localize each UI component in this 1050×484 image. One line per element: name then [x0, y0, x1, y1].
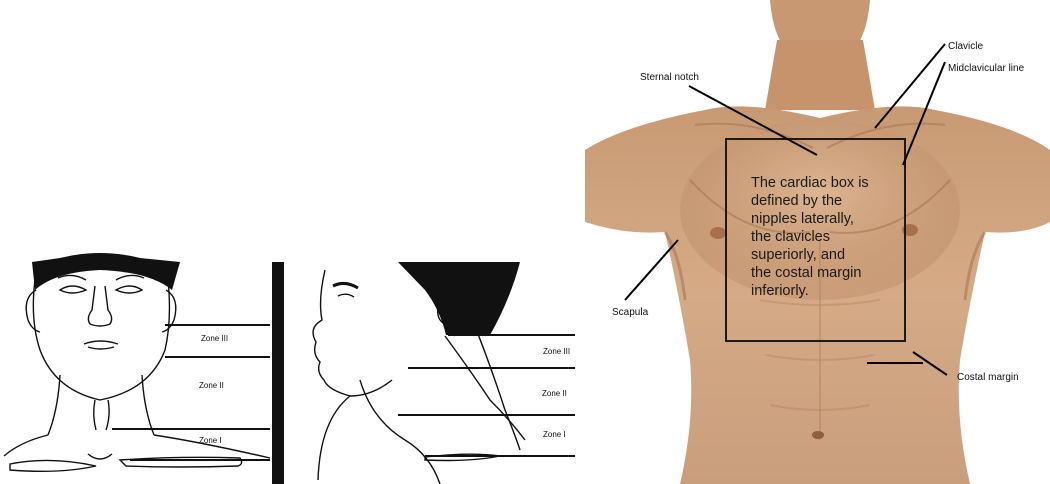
box-text-line: the costal margin [751, 265, 861, 281]
front-zone-label-1: Zone I [199, 436, 222, 445]
neck-zones-diagram: Zone III Zone II Zone I [0, 250, 585, 484]
side-zone-label-3: Zone III [543, 347, 570, 356]
front-view-figure [4, 253, 270, 471]
side-view-figure [313, 262, 525, 484]
box-text-line: superiorly, and [751, 247, 845, 263]
box-text-line: defined by the [751, 193, 842, 209]
side-zone-label-2: Zone II [542, 389, 567, 398]
scapula-label: Scapula [612, 307, 649, 318]
box-text-line: The cardiac box is [751, 175, 869, 191]
clavicle-label: Clavicle [948, 41, 983, 52]
box-text-line: nipples laterally, [751, 211, 854, 227]
side-zone-label-1: Zone I [543, 430, 566, 439]
cardiac-box-diagram: Sternal notch Clavicle Midclavicular lin… [585, 0, 1050, 484]
front-zone-label-3: Zone III [201, 334, 228, 343]
box-text-line: inferiorly. [751, 283, 809, 299]
neck-zones-drawing: Zone III Zone II Zone I [0, 250, 585, 484]
midclavicular-line-label: Midclavicular line [948, 63, 1025, 74]
costal-margin-label: Costal margin [957, 372, 1019, 383]
front-zone-lines [112, 325, 270, 460]
box-text-line: the clavicles [751, 229, 830, 245]
panel-divider-bar [272, 262, 284, 484]
front-zone-label-2: Zone II [199, 381, 224, 390]
sternal-notch-label: Sternal notch [640, 72, 699, 83]
torso-illustration: Sternal notch Clavicle Midclavicular lin… [585, 0, 1050, 484]
scapula-pointer [625, 240, 678, 300]
